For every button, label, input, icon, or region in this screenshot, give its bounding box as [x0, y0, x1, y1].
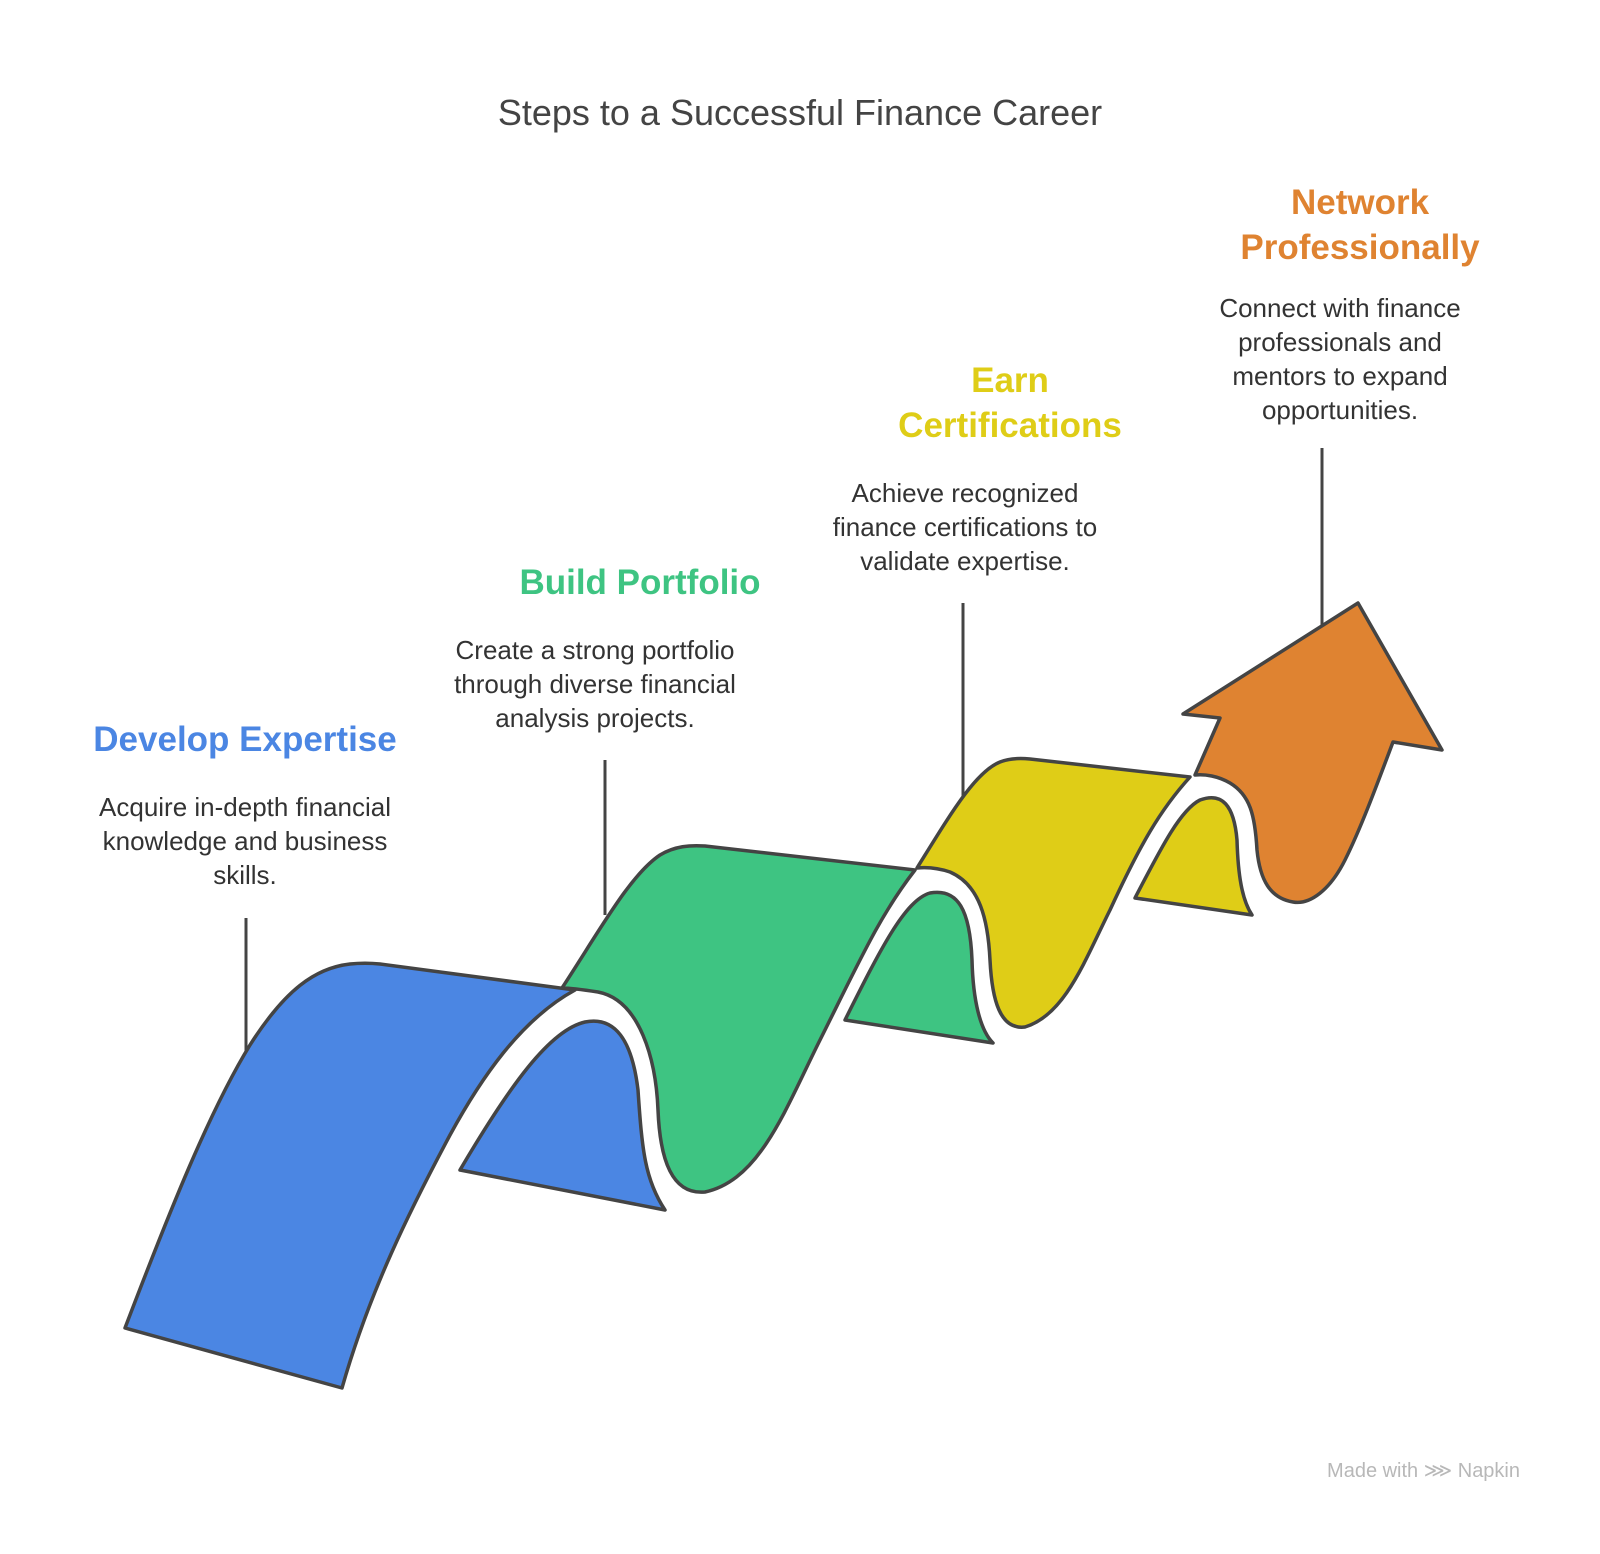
step-4-heading: Network Professionally	[1240, 183, 1480, 267]
napkin-watermark: Made with ⋙ Napkin	[1327, 1460, 1520, 1482]
step-1-fold-shape	[458, 1019, 667, 1212]
step-4-arrow-shape	[1181, 601, 1444, 905]
step-1-ribbon-shape	[123, 961, 577, 1390]
step-3-ribbon-shape	[915, 756, 1192, 1029]
step-1-heading: Develop Expertise	[93, 720, 397, 759]
step-4-description: Connect with finance professionals and m…	[1219, 293, 1461, 425]
step-2-description: Create a strong portfolio through divers…	[454, 635, 736, 733]
step-3-fold-shape	[1133, 796, 1254, 917]
diagram-title: Steps to a Successful Finance Career	[497, 92, 1103, 133]
step-1-description: Acquire in-depth financial knowledge and…	[99, 792, 391, 890]
step-2-ribbon-shape	[560, 843, 917, 1194]
step-3-heading: Earn Certifications	[898, 361, 1122, 445]
step-2-fold-shape	[843, 890, 995, 1045]
step-2-heading: Build Portfolio	[519, 563, 761, 602]
step-3-description: Achieve recognized finance certification…	[832, 478, 1098, 576]
